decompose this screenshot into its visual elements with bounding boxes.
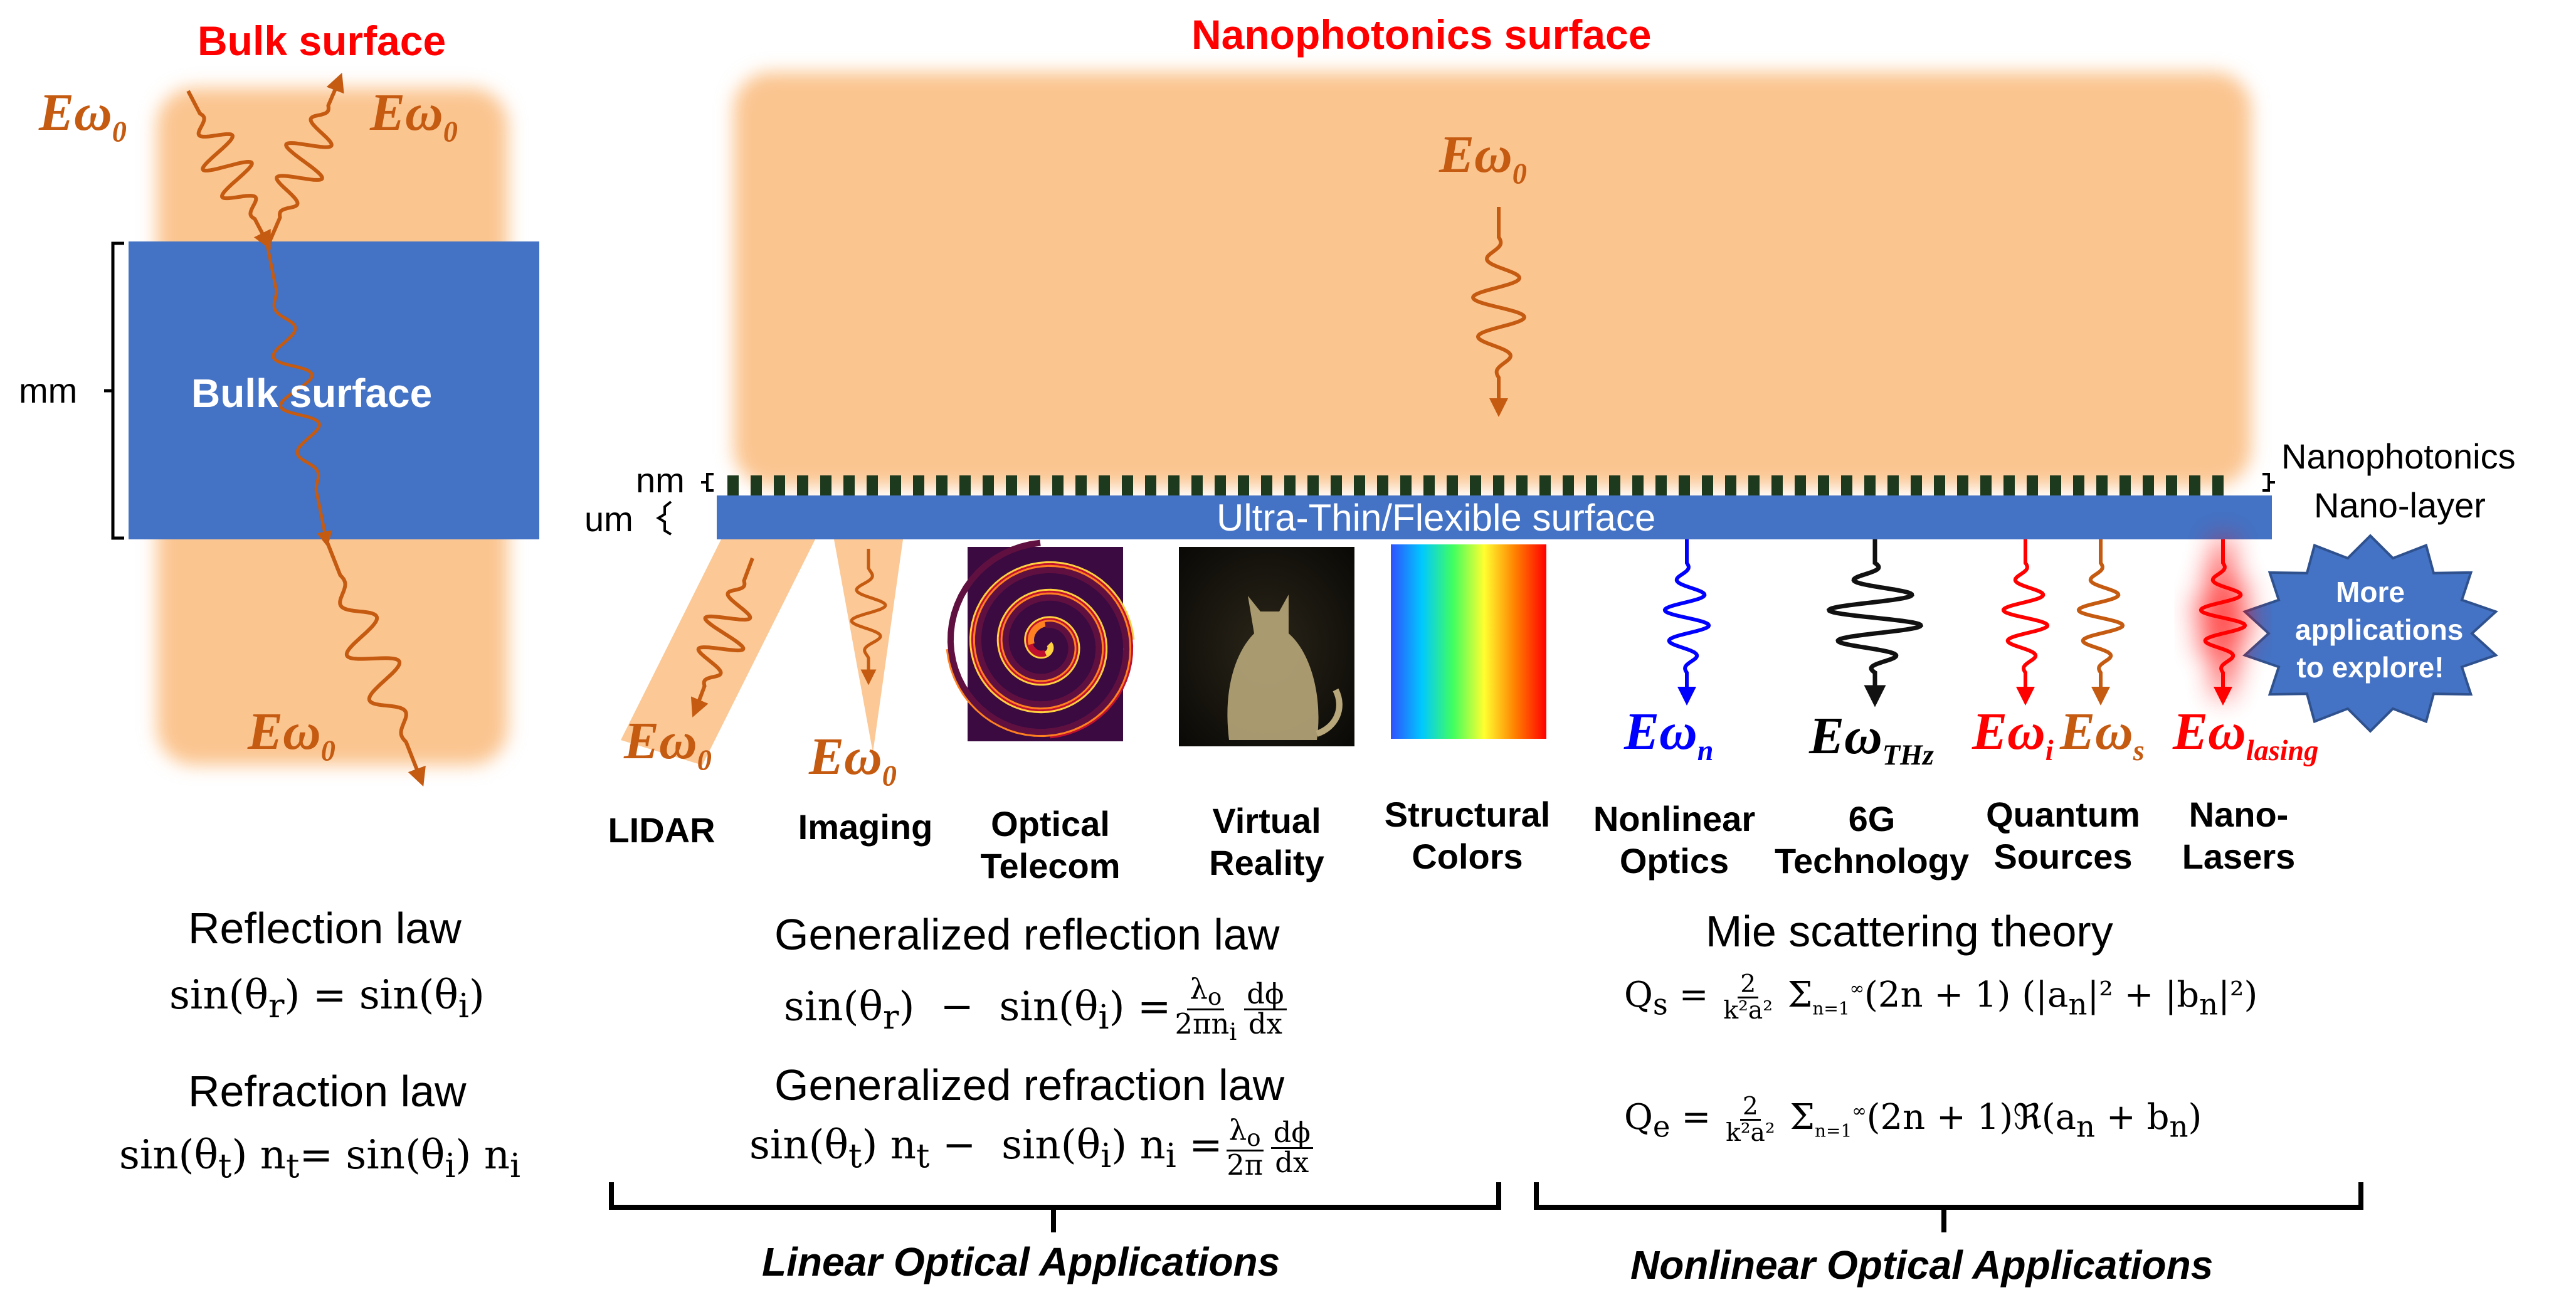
app-lidar: LIDAR xyxy=(608,810,715,850)
app-vr: Virtual Reality xyxy=(1209,801,1324,883)
app-imaging: Imaging xyxy=(798,807,933,847)
wave-signal xyxy=(2076,539,2125,706)
wave-thz xyxy=(1826,539,1924,707)
wave-nano-incident xyxy=(1470,207,1527,417)
app-nonlinear: Nonlinear Optics xyxy=(1593,799,1756,881)
e-nonlinear: Eωn xyxy=(1624,702,1714,766)
more-badge: More applications to explore! xyxy=(2295,576,2464,684)
e-lidar: Eω0 xyxy=(624,712,712,776)
wave-bulk-through xyxy=(265,241,332,548)
wave-bulk-incident xyxy=(186,90,271,250)
colors-image xyxy=(1391,544,1546,739)
reflection-law-title: Reflection law xyxy=(188,904,462,953)
nano-layer-label-1: Nanophotonics xyxy=(2281,437,2516,476)
reflection-law-eq: sin(θr) = sin(θi) xyxy=(169,972,485,1025)
refraction-law-title: Refraction law xyxy=(188,1067,467,1116)
e-thz: EωTHz xyxy=(1809,707,1934,771)
wave-bulk-transmitted xyxy=(324,538,426,787)
e-lasing: Eωlasing xyxy=(2173,702,2319,766)
bulk-header: Bulk surface xyxy=(198,18,446,64)
bulk-block xyxy=(129,241,539,539)
wave-nonlinear xyxy=(1662,539,1711,706)
more-badge-shape xyxy=(2242,534,2498,733)
telecom-image xyxy=(946,539,1135,741)
bulk-box-label: Bulk surface xyxy=(191,371,433,416)
e-incident-bulk: Eω0 xyxy=(39,83,127,147)
um-bracket xyxy=(656,500,672,536)
linear-brace xyxy=(609,1182,1501,1232)
refraction-law-eq: sin(θt) nt= sin(θi) ni xyxy=(119,1132,521,1185)
nano-layer-label-2: Nano-layer xyxy=(2314,485,2486,525)
app-6g: 6G Technology xyxy=(1774,799,1970,881)
nano-layer-bracket xyxy=(2262,473,2275,492)
nonlinear-brace xyxy=(1534,1182,2363,1232)
e-imaging: Eω0 xyxy=(809,728,897,791)
app-quantum: Quantum Sources xyxy=(1986,795,2140,877)
e-idler: Eωi xyxy=(1972,702,2054,766)
vr-image xyxy=(1179,547,1354,746)
nano-header: Nanophotonics surface xyxy=(1191,11,1652,58)
wave-idler xyxy=(2001,539,2050,706)
mie-title: Mie scattering theory xyxy=(1706,907,2113,956)
ultra-thin-layer xyxy=(717,495,2272,539)
app-telecom: Optical Telecom xyxy=(980,804,1121,886)
e-transmitted-bulk: Eω0 xyxy=(248,702,335,766)
nonlinear-category: Nonlinear Optical Applications xyxy=(1630,1242,2214,1288)
gen-refraction-title: Generalized refraction law xyxy=(774,1061,1285,1109)
ultra-thin-label: Ultra-Thin/Flexible surface xyxy=(1217,497,1656,539)
wave-imaging xyxy=(850,549,887,685)
e-reflected-bulk: Eω0 xyxy=(370,83,458,147)
app-colors: Structural Colors xyxy=(1384,795,1551,877)
lidar-beam xyxy=(621,539,815,765)
nm-bracket xyxy=(701,473,714,492)
gen-reflection-title: Generalized reflection law xyxy=(774,910,1280,959)
um-label: um xyxy=(584,499,633,539)
linear-category: Linear Optical Applications xyxy=(762,1239,1280,1284)
wave-lasing xyxy=(2199,539,2247,706)
e-signal: Eωs xyxy=(2060,702,2145,766)
wave-bulk-reflected xyxy=(268,72,344,243)
mm-label: mm xyxy=(19,371,78,410)
nano-glow xyxy=(734,72,2251,486)
nm-label: nm xyxy=(636,460,685,500)
app-lasers: Nano-Lasers xyxy=(2182,795,2296,877)
e-incident-nano: Eω0 xyxy=(1439,125,1527,189)
wave-lidar xyxy=(690,557,754,717)
mm-bracket xyxy=(104,241,124,540)
nano-pillars xyxy=(727,475,2224,495)
